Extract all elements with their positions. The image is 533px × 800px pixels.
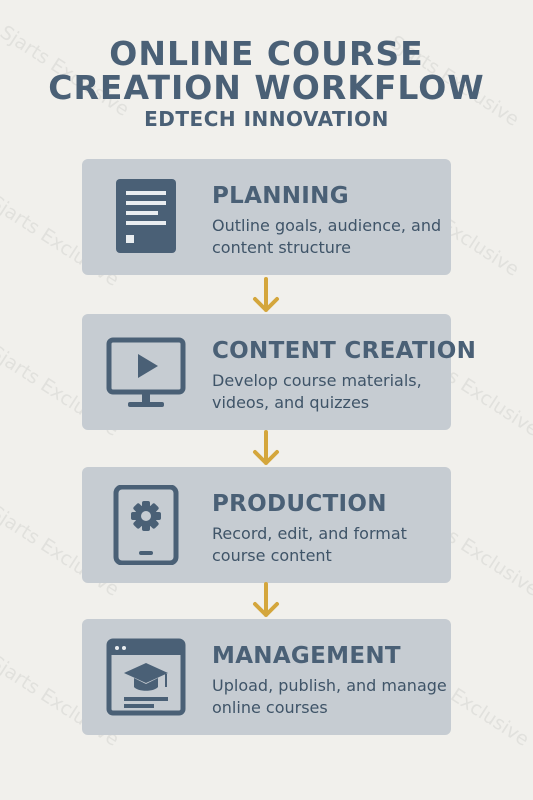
page-title-line-1: ONLINE COURSE — [109, 34, 424, 73]
step-title: MANAGEMENT — [212, 643, 401, 669]
arrow-down-icon — [253, 582, 279, 617]
tablet-gear-icon — [113, 485, 179, 565]
browser-graduation-cap-icon — [106, 638, 186, 716]
step-card-management: MANAGEMENT Upload, publish, and manage o… — [82, 619, 451, 735]
step-description: Upload, publish, and manage online cours… — [212, 676, 447, 717]
video-monitor-icon — [106, 337, 186, 407]
step-card-content-creation: CONTENT CREATION Develop course material… — [82, 314, 476, 430]
step-title: CONTENT CREATION — [212, 338, 477, 364]
step-card-planning: PLANNING Outline goals, audience, and co… — [82, 159, 451, 275]
arrow-down-icon — [253, 430, 279, 465]
step-description: Outline goals, audience, and content str… — [212, 216, 442, 257]
page-subtitle: EDTECH INNOVATION — [144, 107, 389, 131]
step-description: Develop course materials, videos, and qu… — [212, 371, 422, 412]
step-description: Record, edit, and format course content — [212, 524, 407, 565]
step-title: PRODUCTION — [212, 491, 387, 517]
step-title: PLANNING — [212, 183, 349, 209]
step-card-production: PRODUCTION Record, edit, and format cour… — [82, 467, 451, 583]
document-icon — [116, 179, 176, 253]
page-title-line-2: CREATION WORKFLOW — [48, 68, 485, 107]
arrow-down-icon — [253, 277, 279, 312]
